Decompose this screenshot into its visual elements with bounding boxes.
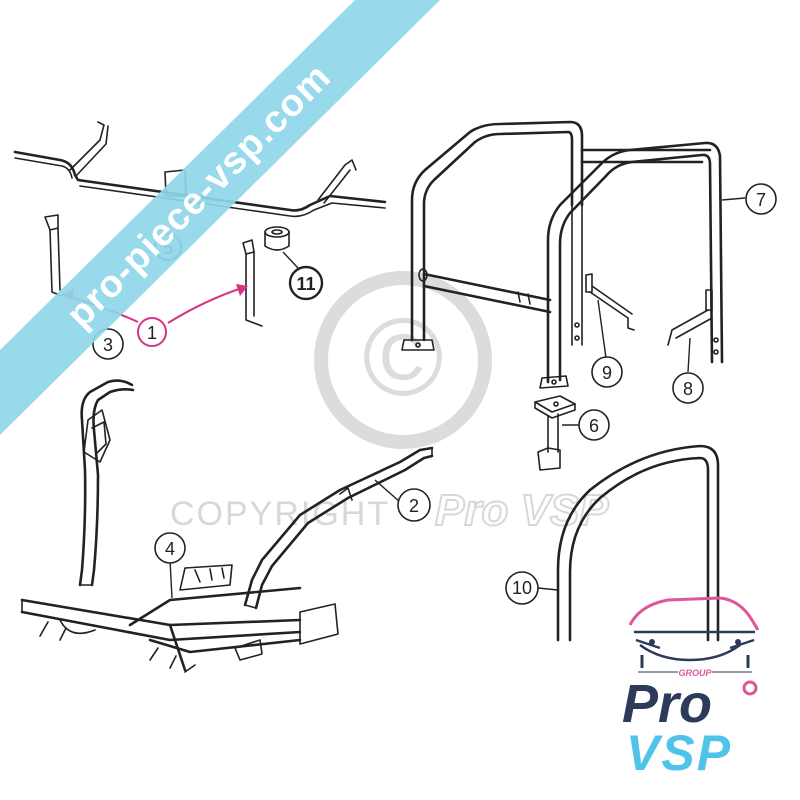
part-8-brace [667,289,719,373]
callout-1: 1 [137,317,167,347]
svg-text:1: 1 [147,323,157,343]
pro-vsp-logo: GROUP Pro VSP [622,596,760,781]
logo-vsp-text: VSP [626,725,732,781]
svg-text:9: 9 [602,363,612,383]
part-6-foot-plate [534,395,588,471]
svg-text:3: 3 [103,335,113,355]
part-7-roll-cage [401,120,746,389]
part-10-rear-hoop [537,444,720,642]
logo-dot-icon [742,680,758,696]
callout-10: 10 [505,571,539,605]
callout-11: 11 [288,265,324,301]
svg-text:10: 10 [512,578,532,598]
callout-4: 4 [154,532,186,564]
copyright-text: COPYRIGHT [170,495,390,533]
callout-2: 2 [397,488,431,522]
copyright-watermark: © COPYRIGHT Pro VSP [170,271,610,536]
svg-text:11: 11 [296,274,315,294]
part-3-pillar-tube [78,379,135,587]
callout-6: 6 [578,409,610,441]
svg-text:8: 8 [683,379,693,399]
copyright-ring [314,271,492,449]
part-11-bushing [264,226,299,269]
callout-9: 9 [591,356,623,388]
callout-7: 7 [745,183,777,215]
part-9-brace [585,273,635,359]
copyright-symbol: © [362,296,443,419]
callout-3: 3 [92,328,124,360]
svg-text:6: 6 [589,416,599,436]
logo-group-text: GROUP [678,668,712,678]
part-2-side-tube [243,446,434,610]
copyright-brand: Pro VSP [435,486,609,535]
svg-text:4: 4 [165,539,175,559]
part-4-floor-frame [20,559,339,673]
logo-pro-text: Pro [622,674,712,734]
svg-text:2: 2 [409,496,419,516]
svg-text:7: 7 [756,190,766,210]
callout-8: 8 [672,372,704,404]
